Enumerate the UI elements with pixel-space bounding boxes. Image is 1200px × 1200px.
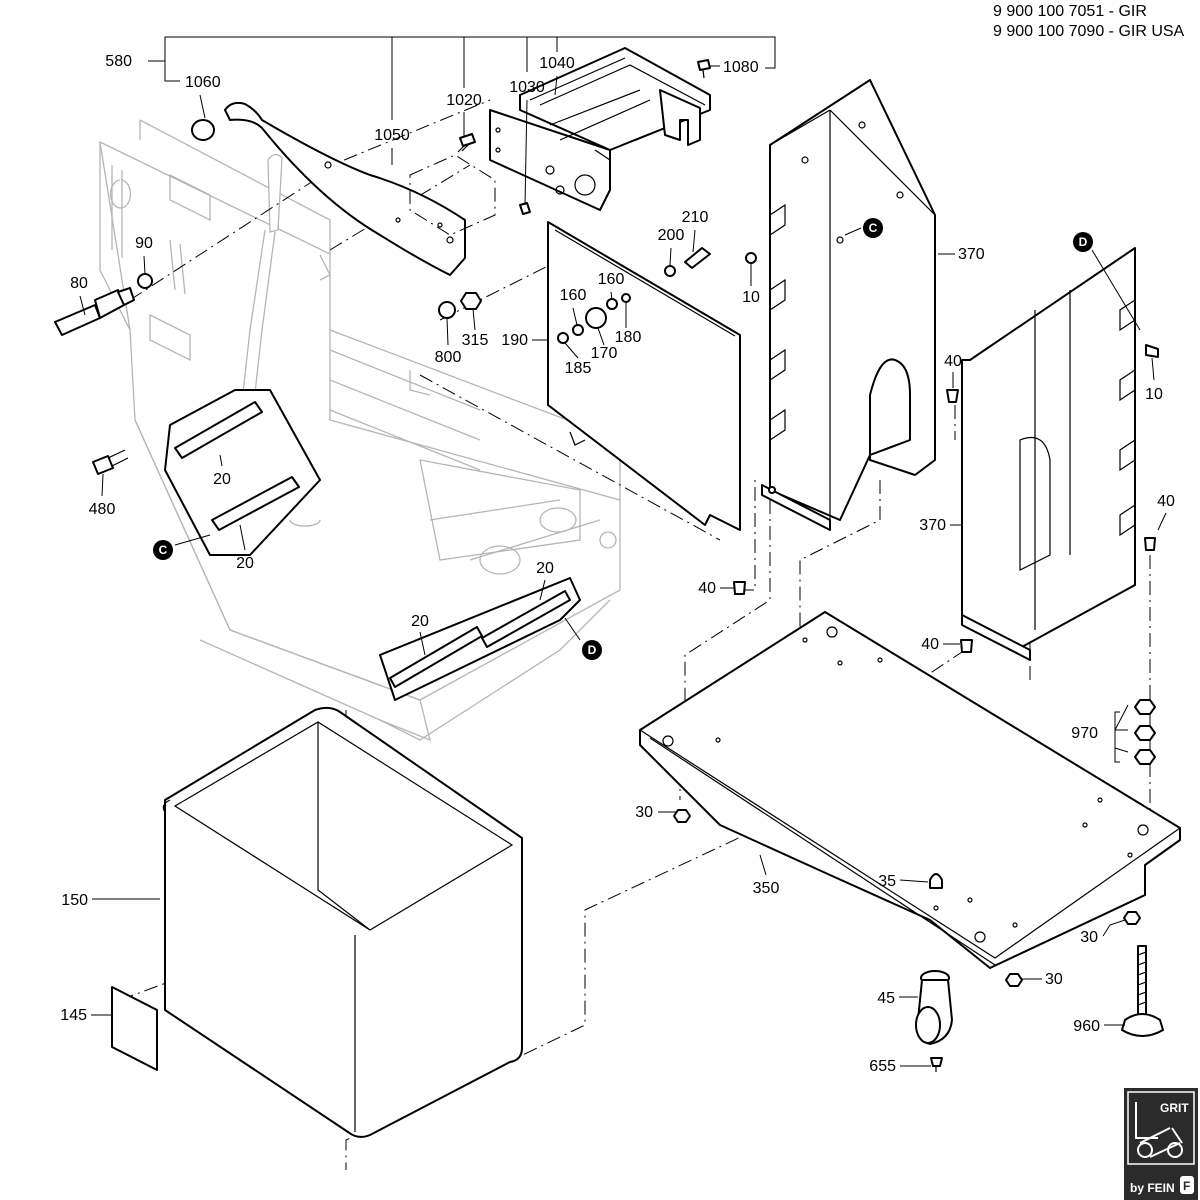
- callout-180: 180: [615, 329, 642, 346]
- callout-90: 90: [135, 235, 153, 252]
- callout-leaders: [79, 65, 1167, 1067]
- reference-marker-circle: [582, 640, 602, 660]
- callout-30: 30: [635, 804, 653, 821]
- callout-40: 40: [1157, 493, 1175, 510]
- strip-pad-group-d: [379, 577, 581, 701]
- callout-580: 580: [105, 53, 132, 70]
- part-1060-cap: [191, 119, 215, 141]
- part-970-nuts: [1114, 699, 1156, 765]
- part-370-leg-rear: [961, 247, 1136, 661]
- callout-30: 30: [1080, 929, 1098, 946]
- callout-20: 20: [411, 613, 429, 630]
- callout-1080: 1080: [723, 59, 759, 76]
- part-200-210: [664, 247, 711, 277]
- callout-20: 20: [536, 560, 554, 577]
- callout-960: 960: [1073, 1018, 1100, 1035]
- part-1080-screw: [697, 59, 711, 79]
- callout-80: 80: [70, 275, 88, 292]
- callout-315: 315: [462, 332, 489, 349]
- part-480-screw: [92, 449, 129, 475]
- callout-200: 200: [658, 227, 685, 244]
- reference-marker-letter: D: [1079, 235, 1088, 249]
- part-45-castor: [915, 970, 953, 1072]
- callout-370: 370: [919, 517, 946, 534]
- callout-1050: 1050: [374, 127, 410, 144]
- part-90-washer: [137, 273, 153, 289]
- reference-marker-circle: [153, 540, 173, 560]
- callout-40: 40: [698, 580, 716, 597]
- reference-marker-d: D: [1073, 232, 1093, 252]
- part-190-plate: [547, 221, 741, 531]
- part-1040-frame: [489, 47, 711, 211]
- part-800-315: [438, 292, 482, 319]
- reference-marker-c: C: [153, 540, 173, 560]
- logo-seal-text: F: [1183, 1179, 1190, 1193]
- logo-brand-text: GRIT: [1160, 1101, 1189, 1115]
- part-number-gir-usa: 9 900 100 7090 - GIR USA: [993, 23, 1185, 40]
- reference-marker-letter: C: [869, 221, 878, 235]
- callout-170: 170: [591, 345, 618, 362]
- callout-185: 185: [565, 360, 592, 377]
- assembly-group-580-bracket: [148, 36, 776, 120]
- callout-970: 970: [1071, 725, 1098, 742]
- callout-10: 10: [1145, 386, 1163, 403]
- part-350-base-plate: [639, 611, 1181, 969]
- part-145-label: [111, 986, 158, 1071]
- part-number-gir: 9 900 100 7051 - GIR: [993, 3, 1147, 20]
- logo-footer-text: by FEIN: [1130, 1181, 1175, 1195]
- callout-1020: 1020: [446, 92, 482, 109]
- callout-370: 370: [958, 246, 985, 263]
- reference-markers: C D C D: [153, 218, 1093, 660]
- part-150-bin: [162, 706, 523, 1138]
- part-30-35-nuts: [673, 809, 1141, 987]
- callout-1060: 1060: [185, 74, 221, 91]
- grit-by-fein-logo: GRIT by FEIN F: [1124, 1088, 1198, 1200]
- reference-marker-circle: [1073, 232, 1093, 252]
- callout-1040: 1040: [539, 55, 575, 72]
- callout-190: 190: [501, 332, 528, 349]
- header-part-numbers: 9 900 100 7051 - GIR 9 900 100 7090 - GI…: [993, 3, 1185, 40]
- reference-marker-letter: C: [159, 543, 168, 557]
- strip-pad-group-c: [164, 389, 321, 556]
- screws-10-40: [733, 252, 1159, 653]
- callout-35: 35: [878, 873, 896, 890]
- callout-40: 40: [921, 636, 939, 653]
- callout-1030: 1030: [509, 79, 545, 96]
- callout-655: 655: [869, 1058, 896, 1075]
- reference-marker-letter: D: [588, 643, 597, 657]
- reference-marker-circle: [863, 218, 883, 238]
- part-80-knob: [54, 287, 135, 336]
- callout-160: 160: [560, 287, 587, 304]
- callout-160: 160: [598, 271, 625, 288]
- callout-480: 480: [89, 501, 116, 518]
- callout-210: 210: [682, 209, 709, 226]
- callout-10: 10: [742, 289, 760, 306]
- callout-145: 145: [60, 1007, 87, 1024]
- plate-hardware: [557, 293, 631, 344]
- callout-20: 20: [236, 555, 254, 572]
- callout-350: 350: [753, 880, 780, 897]
- callout-40: 40: [944, 353, 962, 370]
- reference-marker-c: C: [863, 218, 883, 238]
- callout-150: 150: [61, 892, 88, 909]
- part-370-leg-front: [761, 79, 936, 531]
- callout-800: 800: [435, 349, 462, 366]
- callout-20: 20: [213, 471, 231, 488]
- reference-marker-d: D: [582, 640, 602, 660]
- part-960-leveling-foot: [1121, 945, 1164, 1037]
- part-1020-screw: [457, 133, 476, 153]
- part-1050-arm: [224, 101, 466, 276]
- callout-45: 45: [877, 990, 895, 1007]
- mount-block: [409, 154, 496, 236]
- callout-30: 30: [1045, 971, 1063, 988]
